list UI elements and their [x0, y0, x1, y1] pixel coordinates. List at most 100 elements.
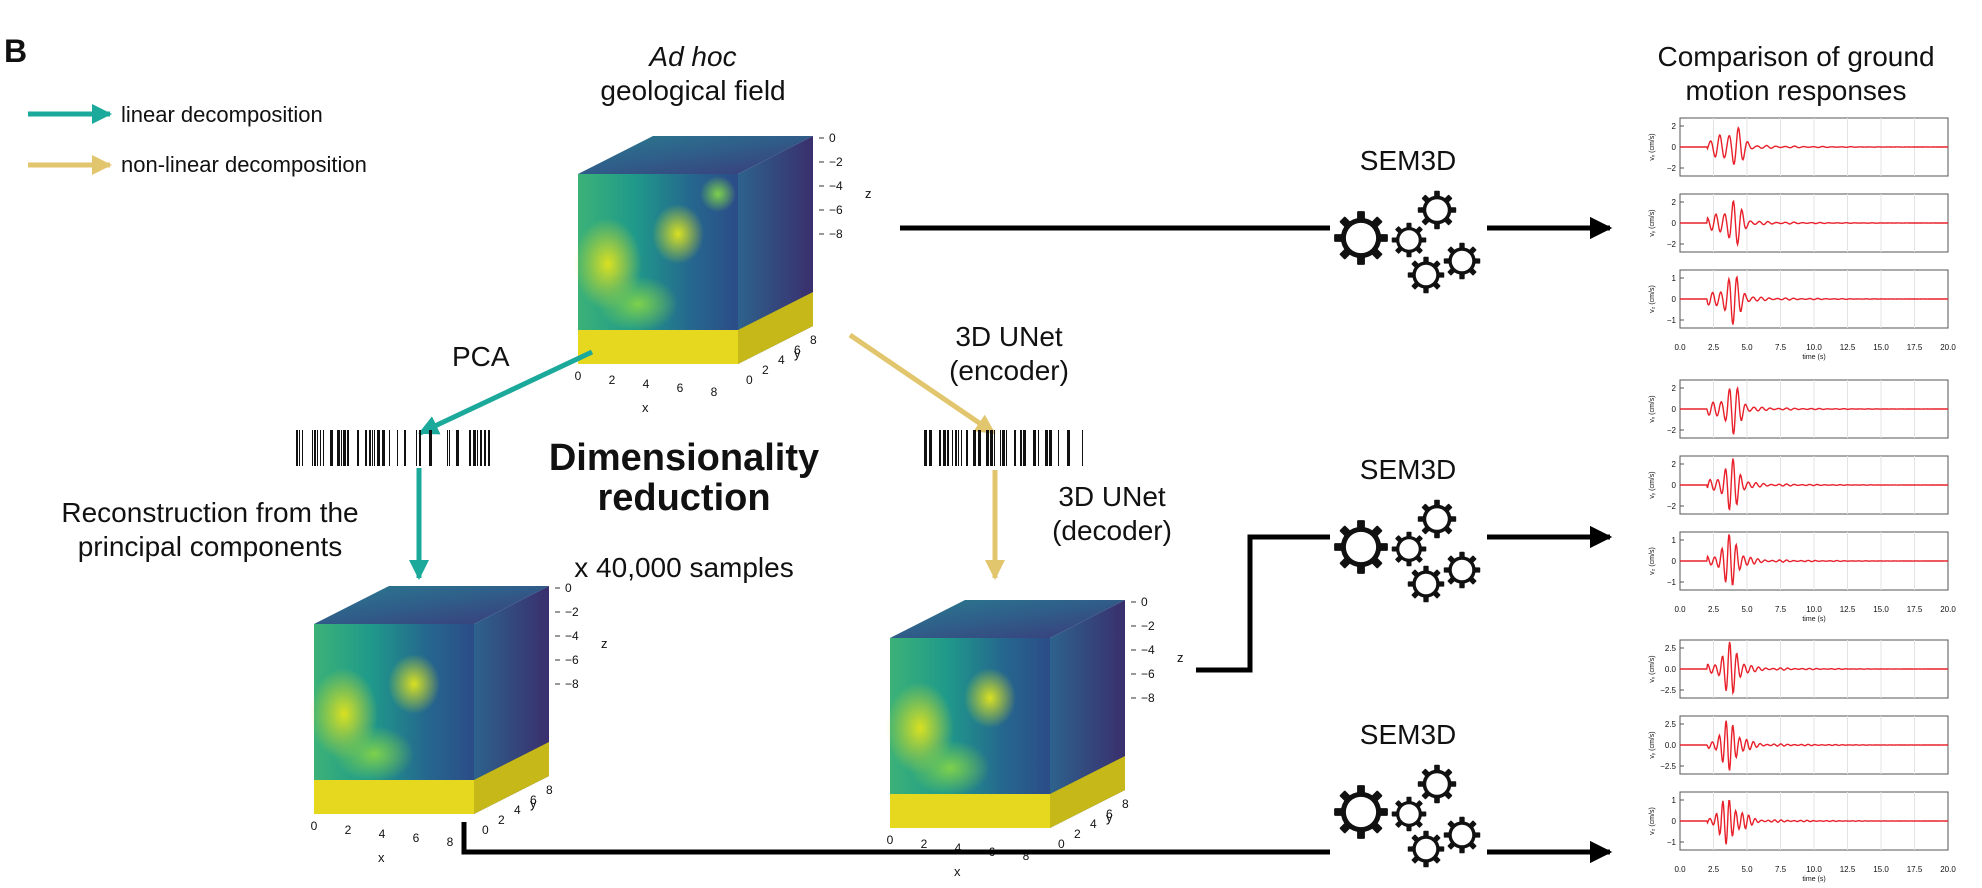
cube-x-axis-label: x [954, 864, 961, 879]
seismogram-trace [1680, 720, 1948, 771]
y-tick-label: 0.0 [1665, 665, 1677, 674]
barcode-bar [330, 430, 333, 466]
barcode-bar [961, 430, 962, 466]
y-tick-label: 0 [1672, 295, 1677, 304]
barcode-bar [1058, 430, 1059, 466]
cube-bottom-layer-side [474, 742, 549, 814]
x-tick-label: 15.0 [1873, 605, 1889, 614]
cube-y-tick-label: 0 [482, 823, 489, 837]
legend-linear-label: linear decomposition [121, 102, 323, 127]
y-tick-label: −2.5 [1660, 762, 1676, 771]
cube-z-tick-label: −2 [829, 155, 843, 169]
y-tick-label: 2 [1672, 198, 1677, 207]
barcode-bar [1000, 430, 1001, 466]
cube-y-tick-label: 2 [498, 813, 505, 827]
barcode-bar [299, 430, 300, 466]
seismogram-trace [1680, 641, 1949, 696]
y-tick-label: −2 [1667, 502, 1677, 511]
cube-x-tick-label: 4 [643, 377, 650, 391]
x-tick-label: 20.0 [1940, 865, 1956, 874]
y-tick-label: 0 [1672, 143, 1677, 152]
x-axis-label: time (s) [1802, 354, 1825, 361]
barcode-bar [369, 430, 371, 466]
cube-x-tick-label: 2 [345, 823, 352, 837]
barcode-bar [1020, 430, 1022, 466]
cube-z-tick-label: 0 [565, 581, 572, 595]
y-tick-label: −2 [1667, 240, 1677, 249]
cube-z-tick-label: −2 [565, 605, 579, 619]
y-tick-label: 2.5 [1665, 644, 1677, 653]
decoder-label-2: (decoder) [1052, 515, 1172, 546]
cube-y-tick-label: 8 [1122, 797, 1129, 811]
seismogram-trace [1680, 799, 1948, 845]
y-tick-label: 1 [1672, 536, 1677, 545]
ground-motion-plots: 2 0 −2 vₓ (cm/s) 2 0 −2 vᵧ (cm/s) 1 0 −1 v₂ (cm/s) 0… [1649, 117, 1956, 883]
plot-group: 20−2vₓ (cm/s)20−2vᵧ (cm/s)10−1v₂ (cm/s)0… [1649, 117, 1956, 361]
barcode-bar [1006, 430, 1007, 466]
barcode-bar [1002, 430, 1005, 466]
y-axis-label: vᵧ (cm/s) [1649, 471, 1656, 498]
seismogram-trace [1680, 385, 1948, 435]
cube-y-tick-label: 6 [794, 343, 801, 357]
barcode-bar [317, 430, 318, 466]
cube-y-tick-label: 4 [778, 353, 785, 367]
cube-y-tick-label: 2 [762, 363, 769, 377]
cube-blob [652, 204, 704, 264]
y-axis-label: vₓ (cm/s) [1649, 133, 1656, 160]
x-tick-label: 20.0 [1940, 343, 1956, 352]
cube-z-tick-label: −8 [1141, 691, 1155, 705]
x-tick-label: 17.5 [1907, 865, 1923, 874]
x-tick-label: 2.5 [1708, 343, 1720, 352]
center-title-1: Dimensionality [549, 437, 819, 479]
barcode-bar [296, 430, 298, 466]
x-tick-label: 17.5 [1907, 343, 1923, 352]
barcode-bar [343, 430, 346, 466]
cube-x-tick-label: 2 [609, 373, 616, 387]
cube-z-tick-label: −2 [1141, 619, 1155, 633]
cube-z-axis-label: z [601, 636, 608, 651]
y-tick-label: 0 [1672, 405, 1677, 414]
barcode-bar [372, 430, 373, 466]
cube-y-axis-label: y [794, 346, 801, 361]
cube-bottom-layer [578, 330, 738, 364]
cube-x-axis-label: x [378, 850, 385, 865]
cube-x-axis-label: x [642, 400, 649, 415]
cube-z-axis-label: z [1177, 650, 1184, 665]
barcode-bar [337, 430, 340, 466]
cube-y-tick-label: 4 [1090, 817, 1097, 831]
reconstruction-label-1: Reconstruction from the [61, 497, 358, 528]
y-tick-label: 0 [1672, 817, 1677, 826]
cube-z-tick-label: −6 [565, 653, 579, 667]
barcode-bar [347, 430, 349, 466]
barcode-bar [416, 430, 417, 466]
gears-icon [1334, 190, 1481, 294]
barcode-bar [404, 430, 406, 466]
samples-label: x 40,000 samples [574, 552, 793, 583]
y-tick-label: −1 [1667, 578, 1677, 587]
y-axis-label: v₂ (cm/s) [1649, 547, 1656, 575]
x-tick-label: 12.5 [1840, 605, 1856, 614]
x-tick-label: 7.5 [1775, 865, 1787, 874]
barcode-bar [943, 430, 946, 466]
y-tick-label: −2 [1667, 164, 1677, 173]
reconstruction-label-2: principal components [78, 531, 343, 562]
connector-bottom-in [461, 822, 1330, 855]
barcode-bar [939, 430, 941, 466]
barcode-bar [480, 430, 482, 466]
comparison-title-2: motion responses [1685, 75, 1906, 106]
sem3d-label-middle: SEM3D [1360, 454, 1456, 485]
barcode-bar [302, 430, 303, 466]
y-tick-label: 2 [1672, 384, 1677, 393]
barcode-bar [1014, 430, 1016, 466]
x-tick-label: 7.5 [1775, 343, 1787, 352]
seismogram-trace [1680, 199, 1948, 248]
barcode-bar [994, 430, 995, 466]
cube-bottom-layer-side [1050, 756, 1125, 828]
cube-x-tick-label: 0 [887, 833, 894, 847]
barcode-bar [955, 430, 957, 466]
barcode-bar [382, 430, 385, 466]
